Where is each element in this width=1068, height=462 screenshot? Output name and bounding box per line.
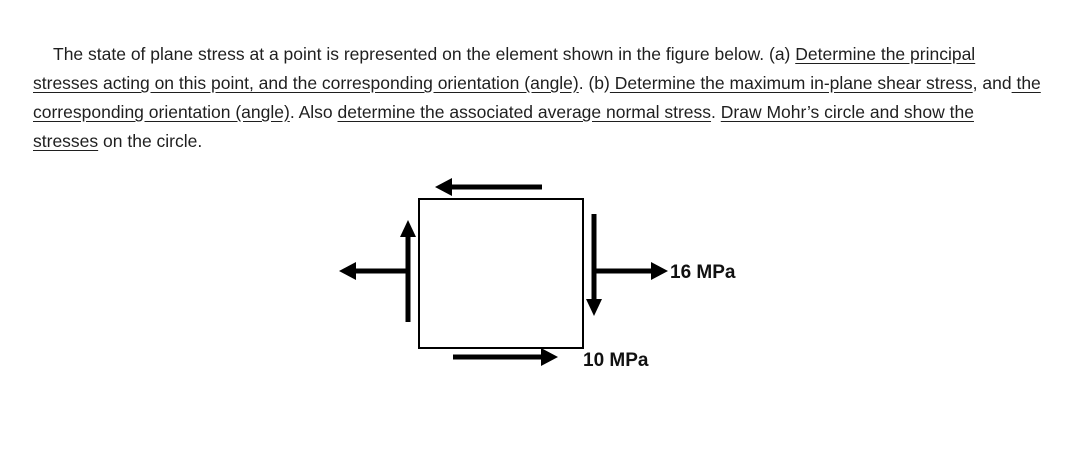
shear-stress-label: 10 MPa	[583, 350, 649, 371]
stress-element-square	[418, 198, 584, 349]
problem-text-3: , and	[972, 73, 1012, 93]
normal-stress-label: 16 MPa	[670, 262, 736, 283]
task-shear-orientation: the corresponding orientation (angle)	[33, 73, 1041, 122]
left-normal-arrow	[339, 262, 410, 280]
right-shear-arrow	[586, 214, 602, 316]
bottom-shear-arrow	[453, 348, 558, 366]
problem-text-6: on the circle.	[98, 131, 203, 151]
task-principal-stresses: Determine the principal stresses acting …	[33, 44, 976, 93]
top-shear-arrow	[435, 178, 542, 196]
right-normal-arrow	[592, 262, 668, 280]
task-max-shear: Determine the maximum in-plane shear str…	[609, 73, 973, 93]
problem-text-1: The state of plane stress at a point is …	[53, 44, 796, 64]
task-average-normal: determine the associated average normal …	[337, 102, 712, 122]
problem-text-4: . Also	[289, 102, 338, 122]
left-shear-arrow	[400, 220, 416, 322]
problem-text-2: . (b)	[578, 73, 610, 93]
problem-text-5: .	[711, 102, 721, 122]
task-mohrs-circle: Draw Mohr’s circle and show the stresses	[33, 102, 974, 151]
problem-statement: The state of plane stress at a point is …	[33, 40, 1043, 156]
